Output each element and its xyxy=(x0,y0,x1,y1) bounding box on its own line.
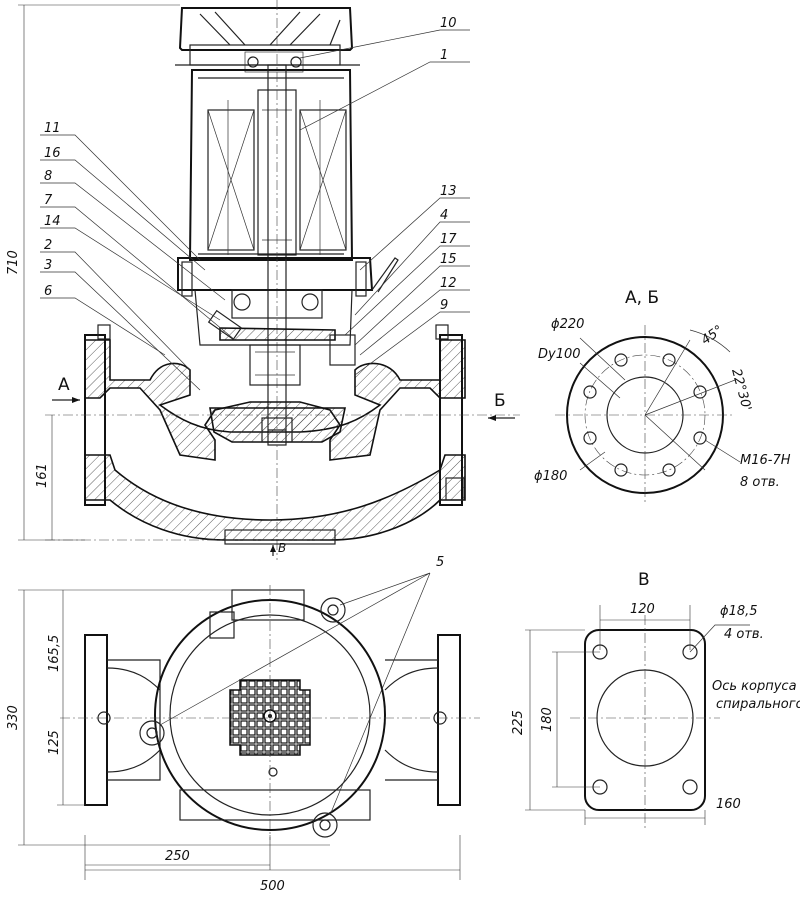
label-B: Б xyxy=(494,391,506,411)
callout-3: 3 xyxy=(44,258,52,273)
base-note-1: Ось корпуса xyxy=(712,679,797,694)
callout-13: 13 xyxy=(440,184,457,199)
flange-bolt-holes xyxy=(583,353,707,477)
callout-12: 12 xyxy=(440,276,457,291)
flange-thread: M16-7H xyxy=(740,453,791,468)
base-view xyxy=(525,605,750,830)
flange-view xyxy=(555,325,741,505)
label-V-arrow: В xyxy=(278,541,286,555)
callout-2: 2 xyxy=(44,238,52,253)
dim-125: 125 xyxy=(47,730,62,755)
base-holes: 4 отв. xyxy=(724,627,764,642)
plan-view xyxy=(18,572,480,880)
callout-7: 7 xyxy=(44,193,53,208)
callout-9: 9 xyxy=(440,298,448,313)
callout-1: 1 xyxy=(440,48,448,63)
callout-11: 11 xyxy=(44,121,61,136)
view-V-title: В xyxy=(638,570,650,590)
flange-holes: 8 отв. xyxy=(740,475,780,490)
callout-4: 4 xyxy=(440,208,448,223)
callout-labels: 10 1 11 16 8 7 14 2 3 6 13 4 17 15 12 9 … xyxy=(44,16,457,570)
base-hole-d: ϕ18,5 xyxy=(720,604,758,619)
flange-d180: ϕ180 xyxy=(534,469,567,484)
dim-161: 161 xyxy=(35,463,50,488)
dim-250: 250 xyxy=(165,849,190,864)
dim-330: 330 xyxy=(6,705,21,730)
flange-angle-22: 22°30' xyxy=(728,367,754,413)
callout-6: 6 xyxy=(44,284,52,299)
callout-15: 15 xyxy=(440,252,457,267)
callout-16: 16 xyxy=(44,146,61,161)
base-dim-160: 160 xyxy=(716,797,741,812)
base-dim-180: 180 xyxy=(540,707,555,732)
view-AB-title: А, Б xyxy=(625,288,659,308)
base-dim-120: 120 xyxy=(630,602,655,617)
callout-10: 10 xyxy=(440,16,457,31)
callout-14: 14 xyxy=(44,214,61,229)
callout-5: 5 xyxy=(436,555,444,570)
dim-710: 710 xyxy=(6,250,21,275)
dim-500: 500 xyxy=(260,879,285,894)
flange-angle-45: 45° xyxy=(699,323,726,349)
dim-165-5: 165,5 xyxy=(47,635,62,672)
front-section-view xyxy=(18,0,520,560)
flange-d220: ϕ220 xyxy=(551,317,584,332)
callout-8: 8 xyxy=(44,169,52,184)
base-dim-225: 225 xyxy=(511,710,526,735)
base-note-2: спирального xyxy=(716,697,800,712)
callout-17: 17 xyxy=(440,232,457,247)
label-A: А xyxy=(58,375,70,395)
flange-dy100: Dy100 xyxy=(538,347,581,362)
